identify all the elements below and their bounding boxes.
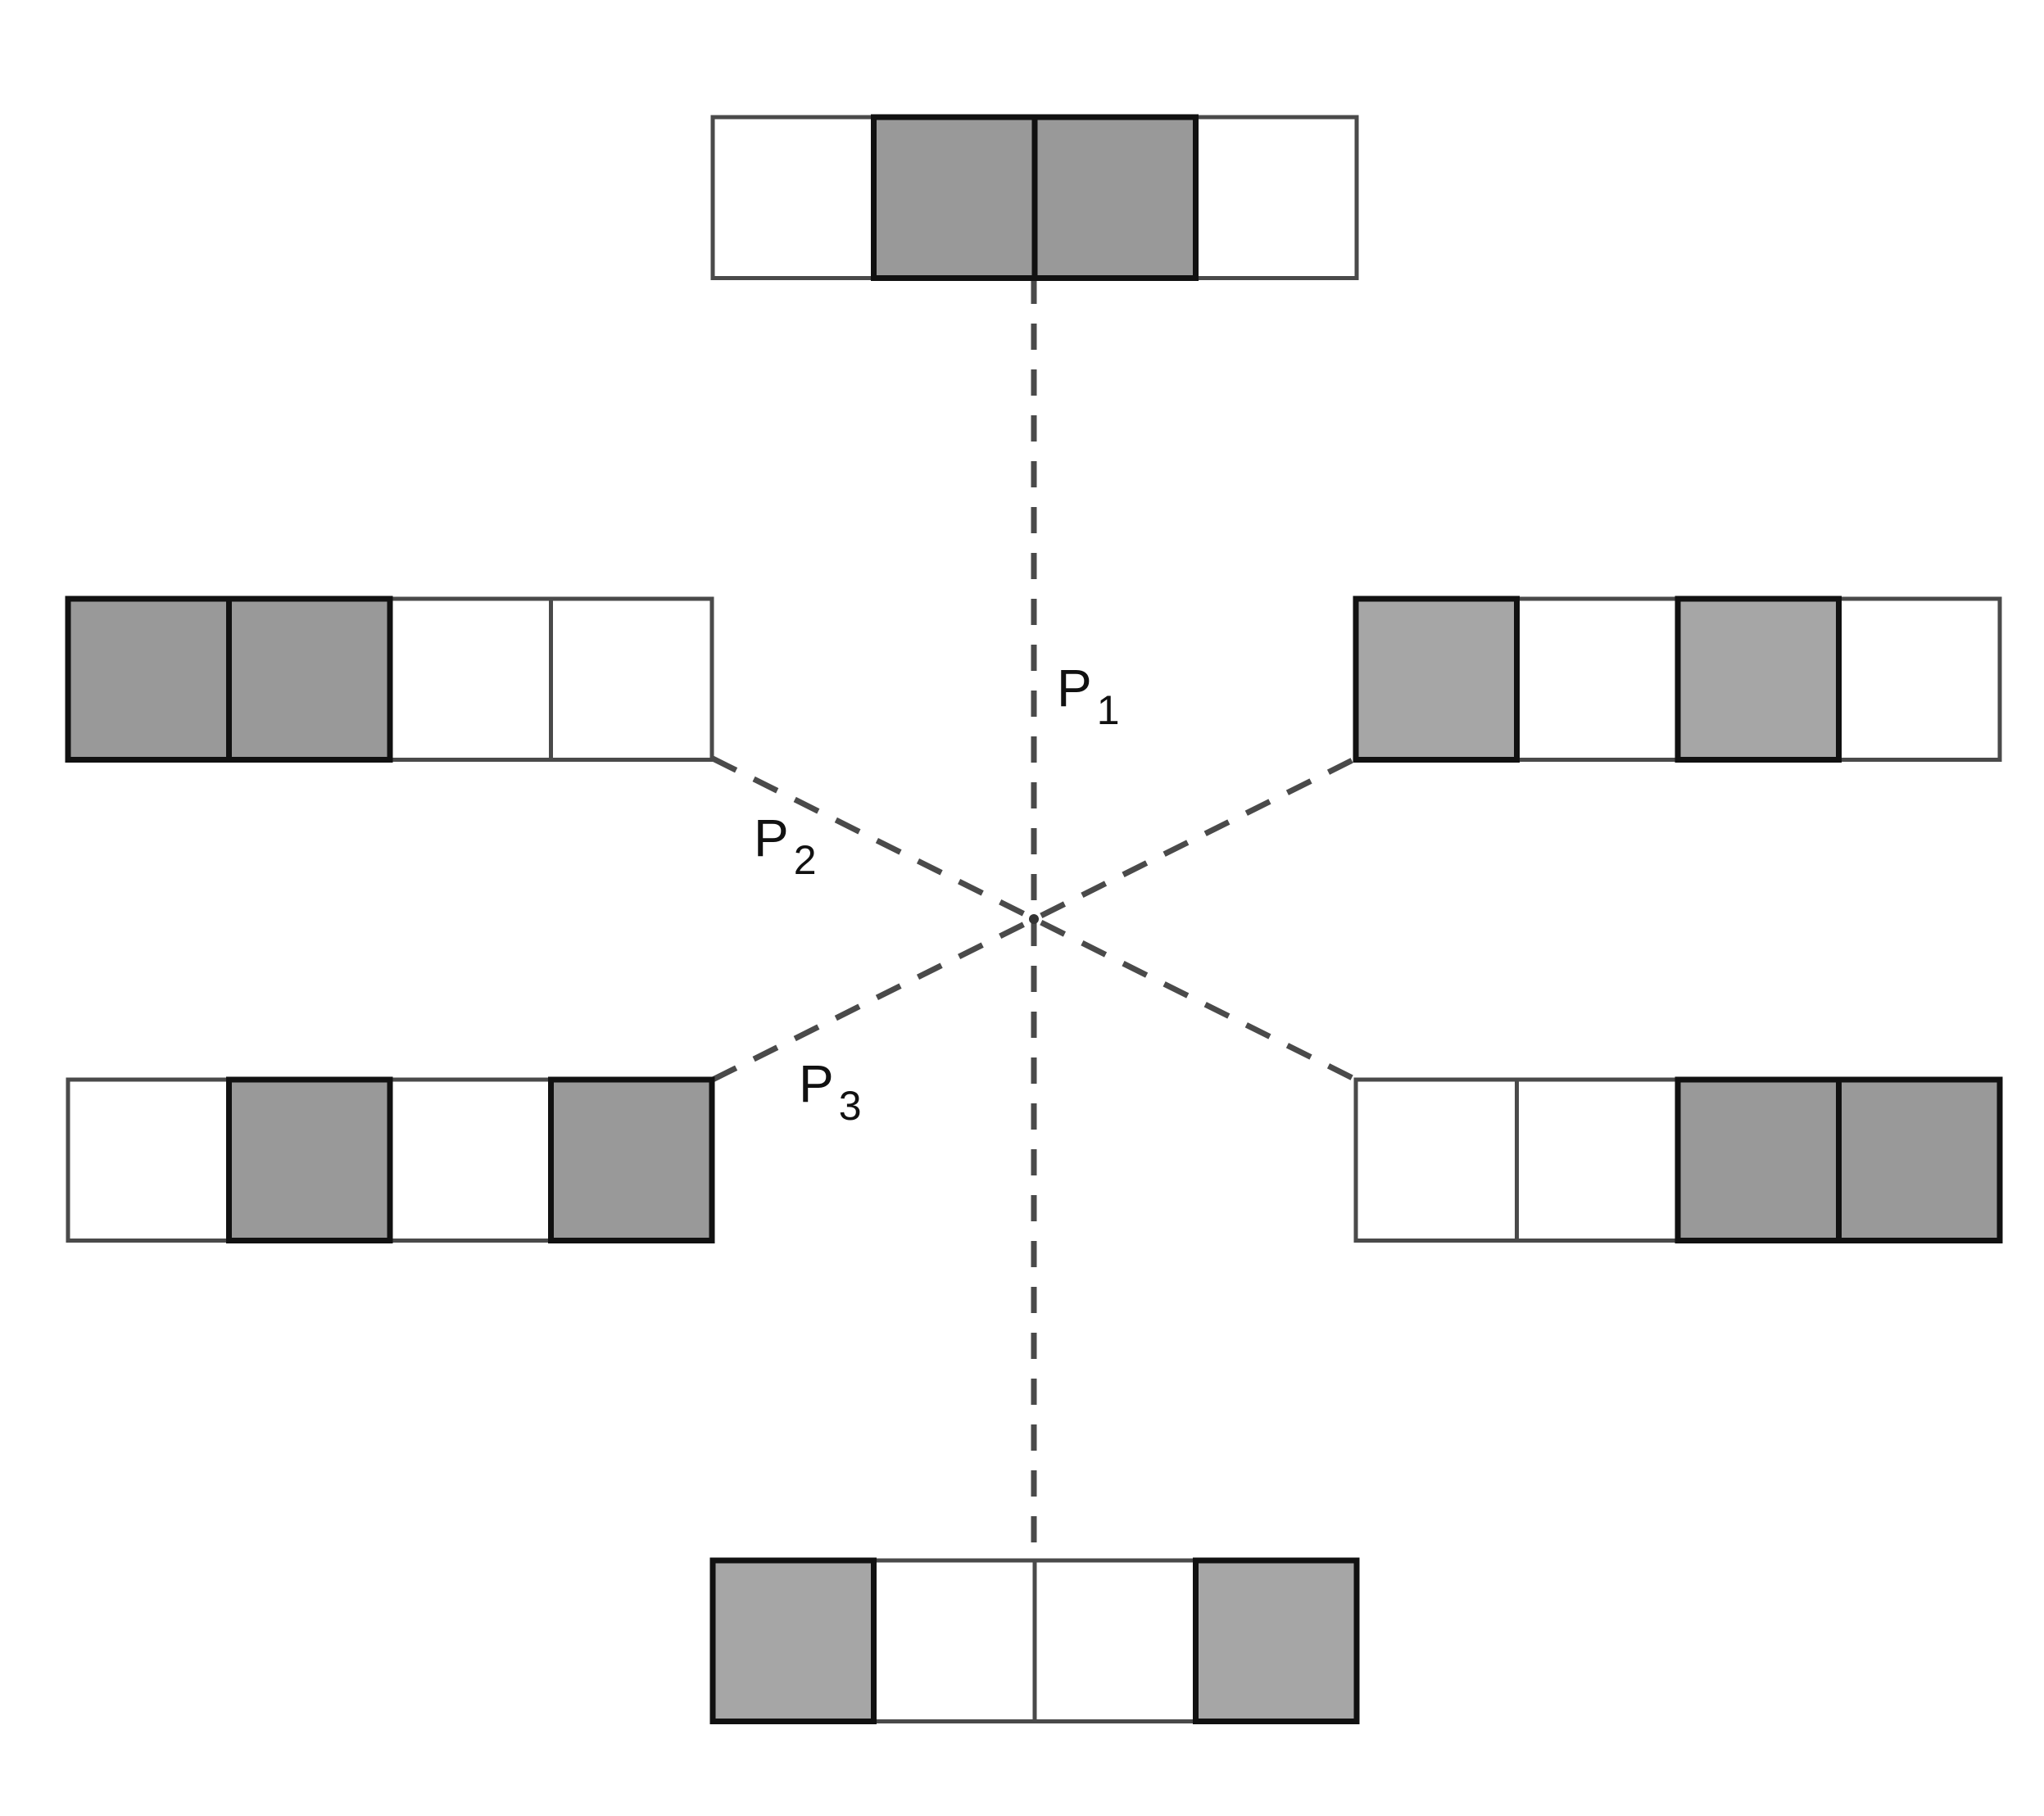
strip-lower-left-cell-2-filled bbox=[226, 1076, 393, 1243]
strip-top-cell-1-empty bbox=[710, 115, 876, 280]
strip-lower-right-cell-2-empty bbox=[1515, 1077, 1680, 1243]
strip-lower-left bbox=[66, 1076, 715, 1243]
strip-lower-left-cell-4-filled bbox=[548, 1076, 715, 1243]
strip-bottom bbox=[709, 1557, 1360, 1724]
strip-upper-right-cell-4-empty bbox=[1837, 596, 2002, 762]
strip-upper-left-cell-4-empty bbox=[549, 596, 714, 762]
strip-bottom-cell-1-filled bbox=[709, 1557, 877, 1724]
strip-top-cell-4-empty bbox=[1194, 115, 1359, 280]
strip-top-cell-3-filled bbox=[1031, 114, 1199, 281]
strip-upper-left-cell-3-empty bbox=[387, 596, 553, 762]
strip-lower-right-cell-3-filled bbox=[1675, 1076, 1842, 1243]
strip-lower-left-cell-3-empty bbox=[387, 1077, 553, 1243]
strip-upper-right-cell-3-filled bbox=[1675, 596, 1842, 763]
strip-top-cell-2-filled bbox=[871, 114, 1038, 281]
strip-upper-right-cell-2-empty bbox=[1515, 596, 1680, 762]
strip-upper-left-cell-1-filled bbox=[65, 596, 232, 763]
axes-intersection-point bbox=[1029, 914, 1039, 924]
strip-upper-left bbox=[65, 596, 714, 763]
strip-lower-right-cell-4-filled bbox=[1836, 1076, 2003, 1243]
axis-line-p3 bbox=[711, 755, 1357, 1083]
strip-upper-right bbox=[1353, 596, 2002, 763]
strip-lower-right-cell-1-empty bbox=[1353, 1077, 1519, 1243]
strip-upper-left-cell-2-filled bbox=[226, 596, 393, 763]
strip-lower-left-cell-1-empty bbox=[66, 1077, 231, 1243]
strip-bottom-cell-2-empty bbox=[872, 1558, 1037, 1723]
strip-upper-right-cell-1-filled bbox=[1353, 596, 1520, 763]
axes-group bbox=[711, 278, 1357, 1560]
axis-line-p2 bbox=[711, 755, 1357, 1083]
strip-lower-right bbox=[1353, 1076, 2003, 1243]
strip-bottom-cell-4-filled bbox=[1193, 1557, 1360, 1724]
strip-bottom-cell-3-empty bbox=[1032, 1558, 1198, 1723]
strip-top bbox=[710, 114, 1359, 281]
